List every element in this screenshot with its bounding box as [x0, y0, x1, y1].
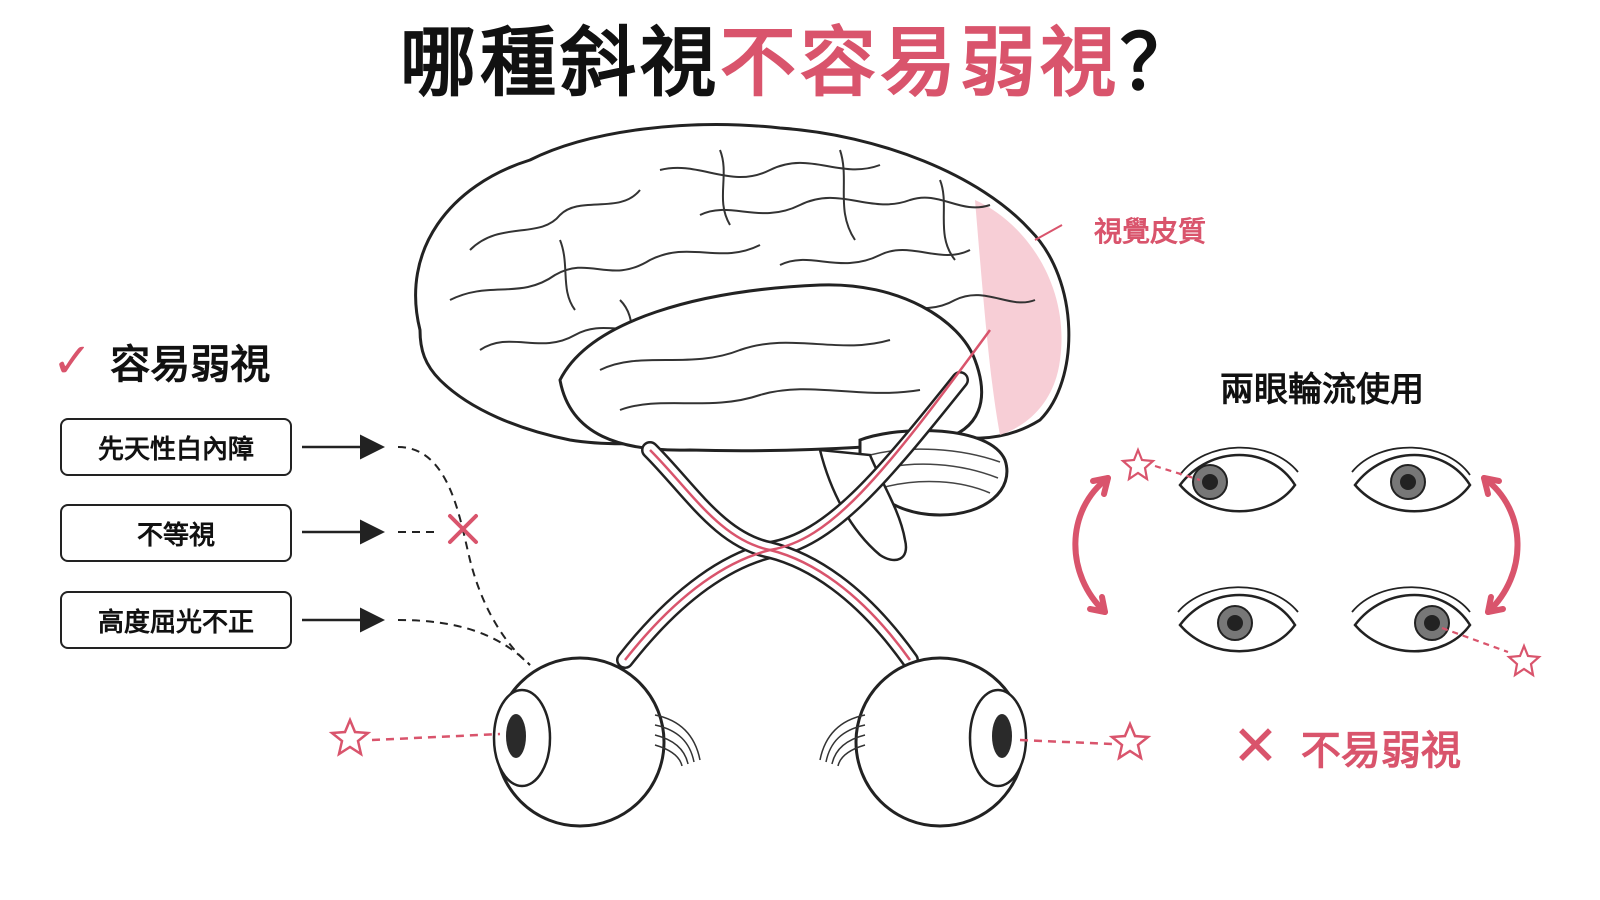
not-amblyopia-result: ✕ 不易弱視 — [1232, 718, 1461, 776]
eye-bottom-right — [1351, 586, 1472, 653]
condition-label: 先天性白內障 — [97, 434, 254, 465]
not-amblyopia-text: 不易弱視 — [1300, 728, 1461, 774]
left-eyeball — [492, 656, 701, 828]
condition-box: 高度屈光不正 — [60, 591, 292, 649]
title-part-3: ？ — [1120, 18, 1200, 107]
page-title: 哪種斜視不容易弱視？ — [0, 18, 1600, 108]
condition-label: 不等視 — [136, 520, 215, 551]
star-icon — [1120, 447, 1156, 482]
star-icon — [1108, 720, 1152, 761]
condition-box: 不等視 — [60, 504, 292, 562]
x-icon: ✕ — [1232, 714, 1279, 779]
visual-cortex-label: 視覺皮質 — [1094, 215, 1207, 248]
brain-illustration — [414, 123, 1071, 562]
title-part-2: 不容易弱視 — [720, 18, 1120, 107]
visual-cortex-region — [975, 200, 1062, 435]
optic-nerves — [616, 329, 992, 669]
star-icon — [328, 716, 372, 757]
eye-bottom-left — [1177, 586, 1299, 653]
right-eyeball — [819, 656, 1028, 828]
condition-box: 先天性白內障 — [60, 418, 292, 476]
eye-top-right — [1351, 446, 1472, 513]
alternating-eyes — [1072, 446, 1542, 678]
amblyopia-prone-heading: ✓ 容易弱視 — [52, 332, 270, 390]
amblyopia-prone-text: 容易弱視 — [110, 342, 271, 388]
star-icon — [1506, 643, 1542, 678]
condition-arrows — [302, 434, 531, 666]
title-part-1: 哪種斜視 — [400, 18, 720, 107]
condition-label: 高度屈光不正 — [97, 607, 254, 638]
x-icon — [448, 514, 478, 544]
alternating-heading: 兩眼輪流使用 — [1220, 370, 1424, 410]
eye-top-left — [1178, 446, 1299, 513]
check-icon: ✓ — [52, 333, 93, 389]
